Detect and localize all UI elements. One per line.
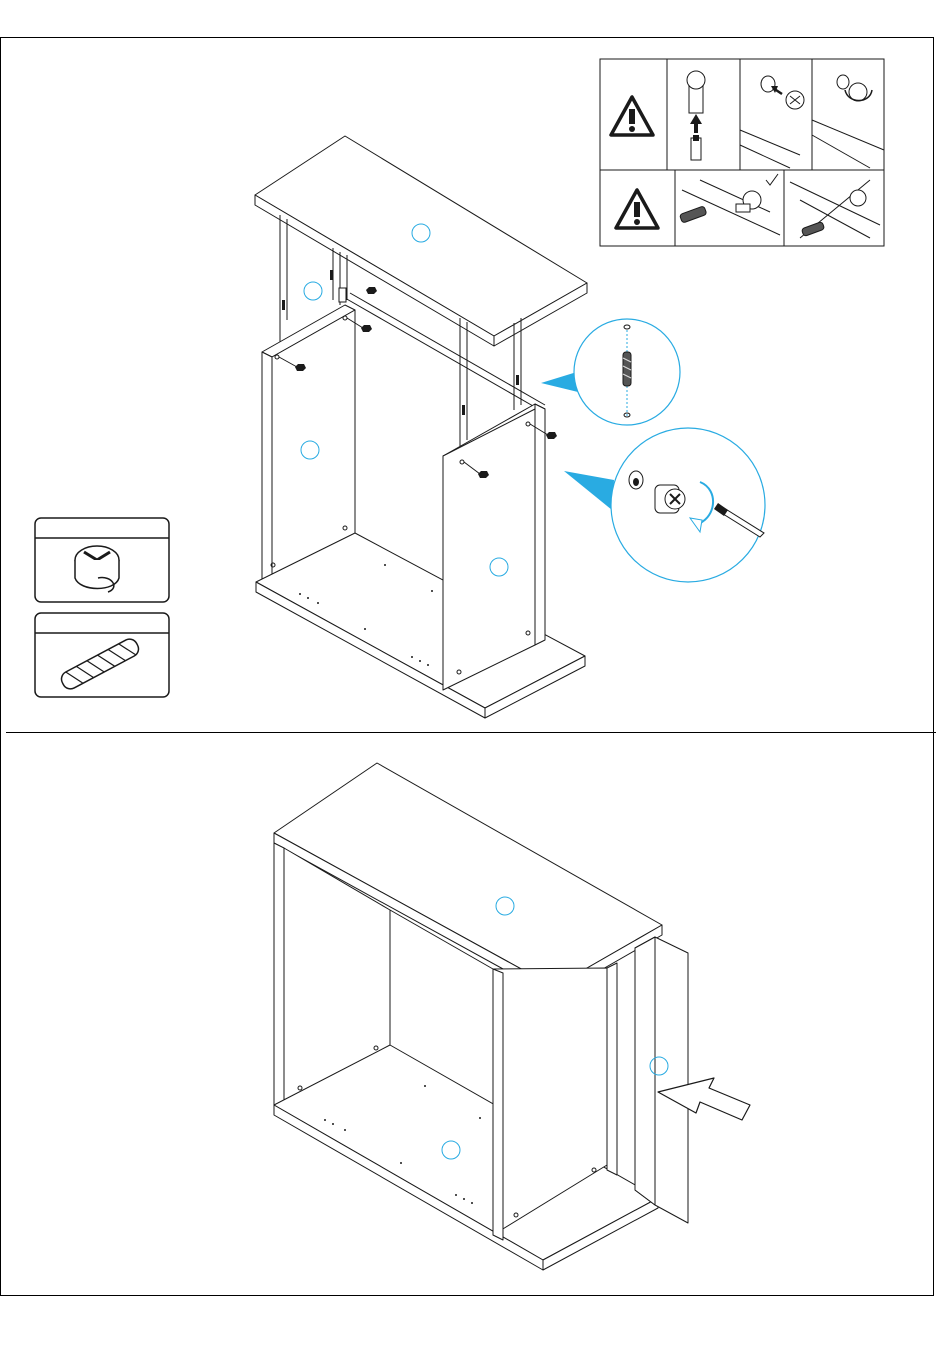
callout-back-support <box>304 282 322 300</box>
hardware-box-cam-lock <box>35 518 169 602</box>
dowel-insert-icon <box>541 319 680 425</box>
back-panel <box>635 937 688 1223</box>
top-panel <box>255 136 587 346</box>
cam-lock-icon <box>75 546 119 592</box>
step-2-drawing <box>274 763 750 1270</box>
right-side-panel <box>443 404 545 690</box>
step-1-drawing <box>35 59 884 718</box>
cam-lock-turn-icon <box>564 428 765 582</box>
hardware-box-dowel <box>35 613 169 697</box>
warning-box <box>600 59 884 246</box>
